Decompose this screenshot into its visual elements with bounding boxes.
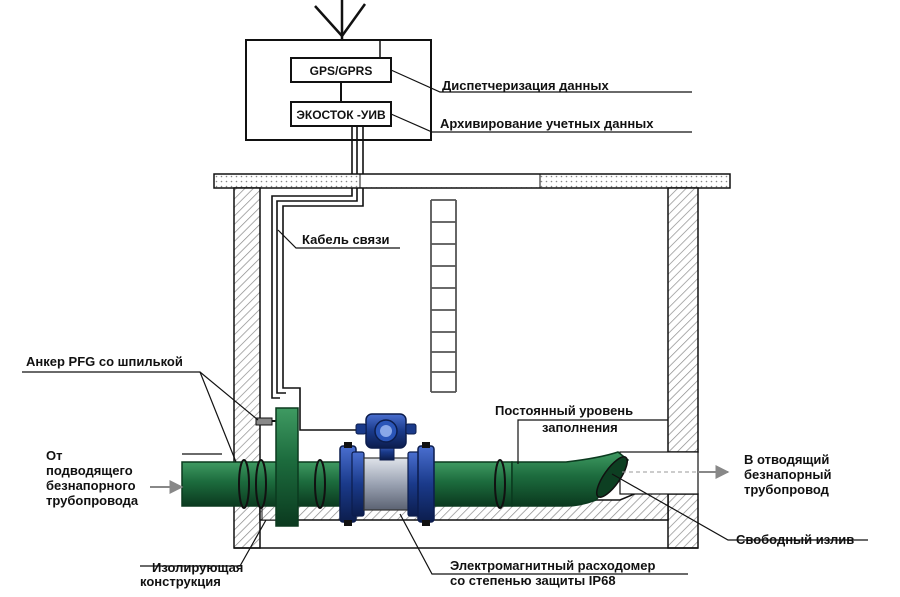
cable-label: Кабель связи [302, 232, 390, 247]
outlet-label-line1: В отводящий [744, 452, 829, 467]
inlet-label-line1: От [46, 448, 62, 463]
ladder [430, 199, 457, 393]
pipeline [181, 407, 630, 527]
anchor-label: Анкер PFG со шпилькой [26, 354, 183, 369]
inlet-label-line4: трубопровода [46, 493, 139, 508]
gps-module: GPS/GPRS [290, 57, 392, 83]
controller-module: ЭКОСТОК -УИВ [290, 101, 392, 127]
electromagnetic-flowmeter [339, 413, 435, 526]
meter-label-line1: Электромагнитный расходомер [450, 558, 655, 573]
level-label-line1: Постоянный уровень [495, 403, 633, 418]
insulation-label-line2: конструкция [140, 574, 221, 589]
insulation-label-line1: Изолирующая [152, 560, 243, 575]
control-cabinet [245, 39, 432, 141]
archive-label: Архивирование учетных данных [440, 116, 654, 131]
meter-label-line2: со степенью защиты IP68 [450, 573, 616, 588]
free-outlet-label: Свободный излив [736, 532, 854, 547]
controller-label: ЭКОСТОК -УИВ [296, 108, 386, 122]
dispatch-label: Диспетчеризация данных [442, 78, 609, 93]
outlet-label-line2: безнапорный [744, 467, 831, 482]
antenna-icon [314, 0, 367, 40]
inlet-label-line2: подводящего [46, 463, 133, 478]
gps-label: GPS/GPRS [310, 64, 373, 78]
level-label-line2: заполнения [542, 420, 618, 435]
chamber-cover-slab [213, 173, 731, 189]
outlet-label-line3: трубопровод [744, 482, 830, 497]
communication-cable [271, 126, 371, 431]
inlet-label-line3: безнапорного [46, 478, 136, 493]
